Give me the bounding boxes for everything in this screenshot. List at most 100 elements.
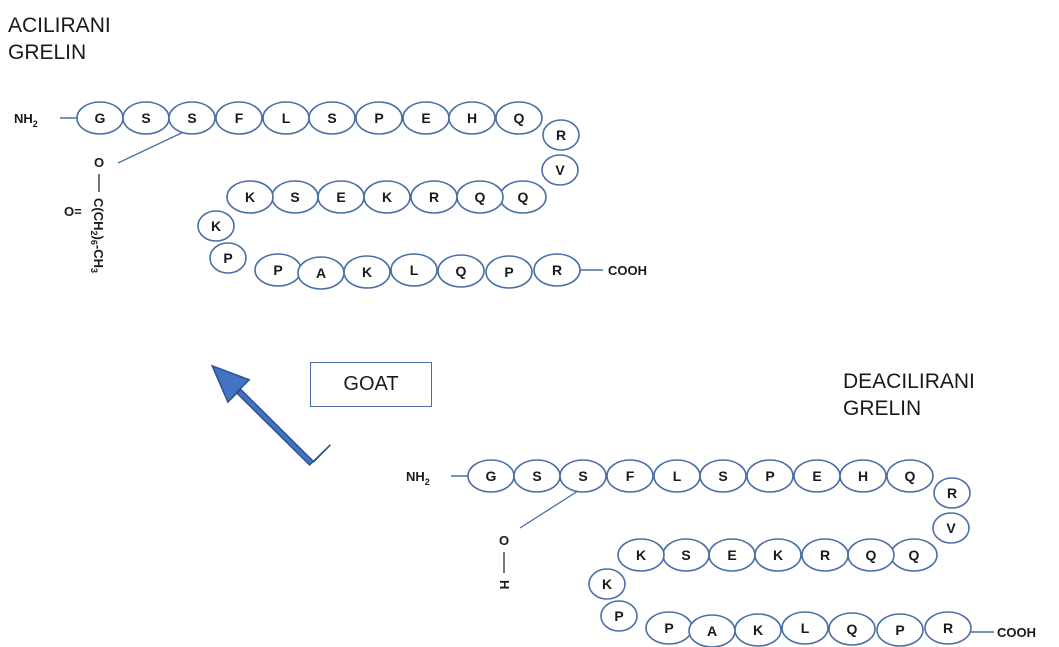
acylated-residue-26 bbox=[437, 254, 485, 288]
goat-reaction-arrow bbox=[210, 364, 332, 467]
deacylated-residue-25 bbox=[781, 611, 829, 645]
deacylated-residue-label-2: S bbox=[532, 468, 541, 484]
acylated-residue-label-16: K bbox=[382, 189, 392, 205]
deacylated-residue-label-11: R bbox=[947, 485, 957, 501]
acylated-residue-9 bbox=[448, 101, 496, 135]
deacylated-residue-15 bbox=[801, 538, 849, 572]
deacylated-residue-label-13: Q bbox=[909, 547, 920, 563]
deacylated-title: DEACILIRANI GRELIN bbox=[843, 368, 975, 422]
acylated-residue-label-28: R bbox=[552, 262, 562, 278]
acylated-residue-label-12: V bbox=[555, 162, 565, 178]
deacylated-residue-label-25: L bbox=[801, 620, 810, 636]
deacylated-residue-label-10: Q bbox=[905, 468, 916, 484]
acylated-title-line1: ACILIRANI bbox=[8, 14, 111, 37]
acylated-residue-label-17: E bbox=[336, 189, 345, 205]
acylated-residue-label-22: P bbox=[273, 262, 282, 278]
acylated-residue-28 bbox=[533, 253, 581, 287]
deacylated-residue-label-21: P bbox=[614, 608, 623, 624]
acylated-residue-24 bbox=[343, 255, 391, 289]
deacylated-residue-label-5: L bbox=[673, 468, 682, 484]
deacylated-residue-21 bbox=[600, 600, 638, 632]
deacylated-residue-26 bbox=[828, 612, 876, 646]
acylated-residue-6 bbox=[308, 101, 356, 135]
hydroxyl-oxygen: O bbox=[499, 533, 509, 548]
acyl-chain-formula: C(CH2)6-CH3 bbox=[89, 198, 106, 273]
c-terminus-label: COOH bbox=[608, 263, 647, 278]
deacylated-residue-label-9: H bbox=[858, 468, 868, 484]
deacylated-residue-label-8: E bbox=[812, 468, 821, 484]
deacylated-residue-6 bbox=[699, 459, 747, 493]
deacylated-title-line1: DEACILIRANI bbox=[843, 370, 975, 393]
deacylated-residue-label-15: R bbox=[820, 547, 830, 563]
acylated-residue-label-3: S bbox=[187, 110, 196, 126]
deacylated-residue-label-3: S bbox=[578, 468, 587, 484]
deacylated-residue-12 bbox=[932, 512, 970, 544]
acylated-residue-label-2: S bbox=[141, 110, 150, 126]
acylated-residue-label-21: P bbox=[223, 250, 232, 266]
deacylated-residue-label-17: E bbox=[727, 547, 736, 563]
deacylated-residue-label-16: K bbox=[773, 547, 783, 563]
goat-enzyme-text: GOAT bbox=[343, 373, 399, 395]
goat-enzyme-label: GOAT bbox=[310, 362, 432, 407]
deacylated-residue-label-4: F bbox=[626, 468, 635, 484]
acylated-residue-label-9: H bbox=[467, 110, 477, 126]
deacylated-residue-label-26: Q bbox=[847, 621, 858, 637]
acylated-residue-label-23: A bbox=[316, 265, 326, 281]
acylated-residue-label-1: G bbox=[95, 110, 106, 126]
deacylated-residue-7 bbox=[746, 459, 794, 493]
serine-oxygen-bond bbox=[117, 127, 193, 164]
ester-oxygen: O bbox=[94, 155, 104, 170]
acylated-title: ACILIRANI GRELIN bbox=[8, 12, 111, 66]
deacylated-residue-label-23: A bbox=[707, 623, 717, 639]
acylated-residue-label-27: P bbox=[504, 264, 513, 280]
acylated-residue-label-19: K bbox=[245, 189, 255, 205]
deacylated-residue-label-12: V bbox=[946, 520, 956, 536]
deacylated-residue-label-18: S bbox=[681, 547, 690, 563]
acylated-residue-27 bbox=[485, 255, 533, 289]
acylated-residue-label-20: K bbox=[211, 218, 221, 234]
acylated-residue-15 bbox=[410, 180, 458, 214]
deacylated-residue-label-14: Q bbox=[866, 547, 877, 563]
acylated-residue-label-11: R bbox=[556, 127, 566, 143]
deacylated-residue-label-19: K bbox=[636, 547, 646, 563]
deacylated-residue-label-27: P bbox=[895, 622, 904, 638]
acylated-residue-label-10: Q bbox=[514, 110, 525, 126]
acylated-residue-19 bbox=[226, 180, 274, 214]
deacylated-residue-19 bbox=[617, 538, 665, 572]
acylated-residue-label-24: K bbox=[362, 264, 372, 280]
acylated-residue-7 bbox=[355, 101, 403, 135]
acylated-residue-label-4: F bbox=[235, 110, 244, 126]
deacylated-residue-label-28: R bbox=[943, 620, 953, 636]
acylated-residue-label-18: S bbox=[290, 189, 299, 205]
deacylated-residue-label-20: K bbox=[602, 576, 612, 592]
deacylated-residue-label-6: S bbox=[718, 468, 727, 484]
deacylated-residue-4 bbox=[606, 459, 654, 493]
deacylated-residue-28 bbox=[924, 611, 972, 645]
deacylated-residue-24 bbox=[734, 613, 782, 647]
deacylated-residue-10 bbox=[886, 459, 934, 493]
acylated-residue-label-25: L bbox=[410, 262, 419, 278]
deacylated-residue-27 bbox=[876, 613, 924, 647]
acylated-residue-label-26: Q bbox=[456, 263, 467, 279]
acylated-residue-20 bbox=[197, 210, 235, 242]
acylated-residue-label-13: Q bbox=[518, 189, 529, 205]
acylated-title-line2: GRELIN bbox=[8, 41, 87, 64]
deacylated-residue-9 bbox=[839, 459, 887, 493]
acylated-residue-12 bbox=[541, 154, 579, 186]
acylated-residue-label-5: L bbox=[282, 110, 291, 126]
deacylated-residue-label-24: K bbox=[753, 622, 763, 638]
deacylated-residue-11 bbox=[933, 477, 971, 509]
acylated-residue-25 bbox=[390, 253, 438, 287]
acylated-residue-label-8: E bbox=[421, 110, 430, 126]
carbonyl-oxygen: O= bbox=[64, 204, 82, 219]
acylated-residue-11 bbox=[542, 119, 580, 151]
deacylated-residue-label-7: P bbox=[765, 468, 774, 484]
acylated-residue-label-6: S bbox=[327, 110, 336, 126]
acylated-residue-label-7: P bbox=[374, 110, 383, 126]
deacylated-residue-label-22: P bbox=[664, 620, 673, 636]
acylated-residue-label-14: Q bbox=[475, 189, 486, 205]
n-terminus-label: NH2 bbox=[406, 469, 430, 487]
serine-oxygen-bond bbox=[519, 488, 582, 529]
